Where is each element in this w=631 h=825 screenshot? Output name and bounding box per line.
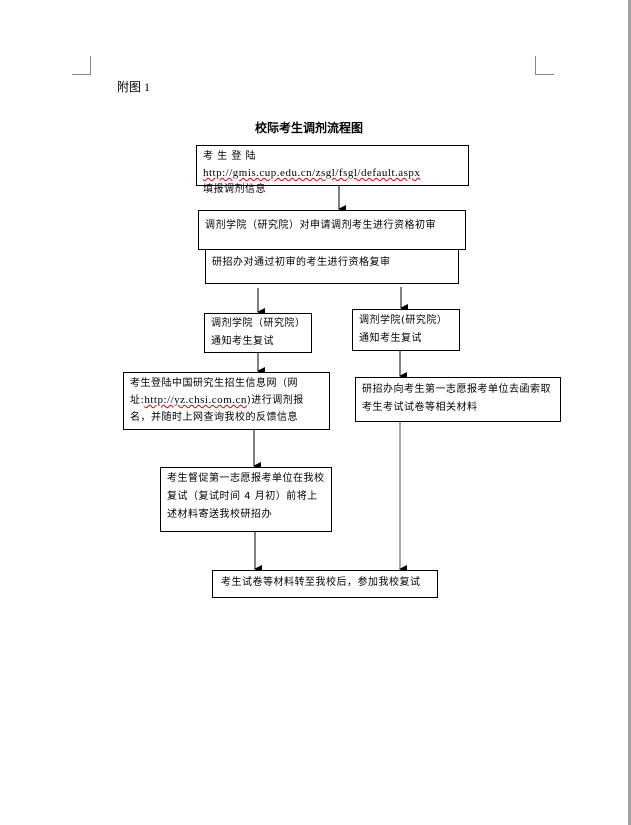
step-text: 调剂学院（研究院）: [211, 318, 306, 329]
crop-mark-top-right: [535, 56, 554, 75]
appendix-label: 附图 1: [117, 80, 151, 94]
step-chsi-register: 考生登陆中国研究生招生信息网（网址:http://yz.chsi.com.cn)…: [123, 372, 330, 430]
step-final-retest: 考生试卷等材料转至我校后，参加我校复试: [212, 570, 438, 598]
step-text: 考 生 登 陆: [203, 151, 257, 162]
page-edge: [628, 0, 631, 825]
chsi-link[interactable]: http://yz.chsi.com.cn: [144, 394, 247, 406]
step-text: )进行调剂报名，并随时上网查询我校的反馈信息: [130, 395, 304, 423]
step-text: 通知考生复试: [359, 333, 422, 344]
step-login: 考 生 登 陆 http://gmis.cup.edu.cn/zsgl/fsgl…: [196, 145, 469, 195]
step-text: 考生登陆中国研究生招生信息网（网址:: [130, 378, 298, 406]
step-urge-send: 考生督促第一志愿报考单位在我校复试（复试时间 4 月初）前将上述材料寄送我校研招…: [160, 467, 332, 532]
step-notify-left: 调剂学院（研究院） 通知考生复试: [204, 313, 312, 353]
step-text: 调剂学院(研究院）: [359, 315, 448, 326]
step-office-request: 研招办向考生第一志愿报考单位去函索取考生考试试卷等相关材料: [355, 377, 561, 422]
step-notify-right: 调剂学院(研究院） 通知考生复试: [352, 309, 460, 351]
step-text: 填报调剂信息: [203, 184, 266, 195]
crop-mark-top-left: [72, 56, 91, 75]
step-initial-review: 调剂学院（研究院）对申请调剂考生进行资格初审: [198, 210, 466, 250]
step-text: 通知考生复试: [211, 336, 274, 347]
flowchart-title: 校际考生调剂流程图: [255, 121, 364, 135]
step-second-review: 研招办对通过初审的考生进行资格复审: [205, 249, 459, 284]
gmis-link[interactable]: http://gmis.cup.edu.cn/zsgl/fsgl/default…: [203, 167, 421, 179]
